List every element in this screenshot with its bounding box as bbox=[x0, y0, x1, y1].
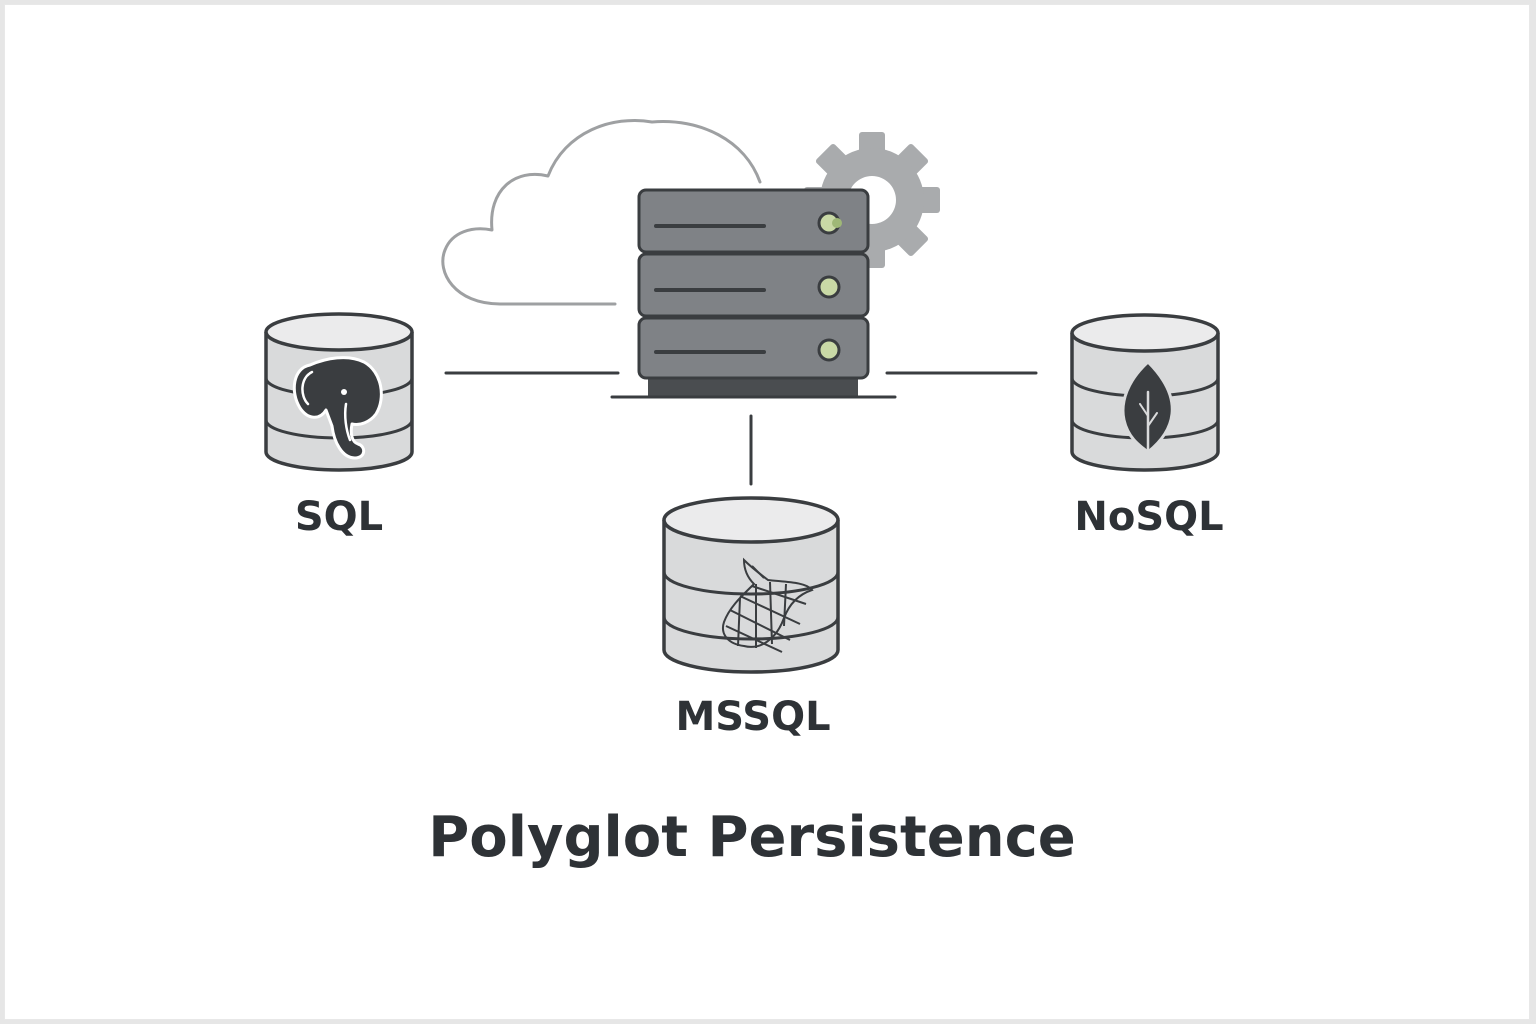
sql-server-logo-icon bbox=[722, 557, 814, 653]
server-rack-icon bbox=[610, 188, 897, 399]
server-unit-1 bbox=[637, 188, 870, 254]
sql-label: SQL bbox=[295, 494, 383, 540]
server-unit-3 bbox=[637, 316, 870, 380]
mssql-database-cylinder bbox=[662, 496, 840, 674]
cloud-icon bbox=[441, 119, 762, 306]
mongodb-leaf-icon bbox=[1121, 359, 1174, 458]
nosql-database-cylinder bbox=[1070, 313, 1220, 472]
diagram-title: Polyglot Persistence bbox=[428, 805, 1076, 870]
status-led bbox=[817, 275, 841, 299]
sql-database-cylinder bbox=[264, 312, 414, 472]
server-unit-2 bbox=[637, 252, 870, 318]
nosql-label: NoSQL bbox=[1074, 494, 1223, 540]
connections bbox=[444, 371, 1038, 486]
postgresql-elephant-icon bbox=[292, 356, 383, 460]
mssql-label: MSSQL bbox=[675, 694, 830, 740]
status-led bbox=[817, 338, 841, 362]
